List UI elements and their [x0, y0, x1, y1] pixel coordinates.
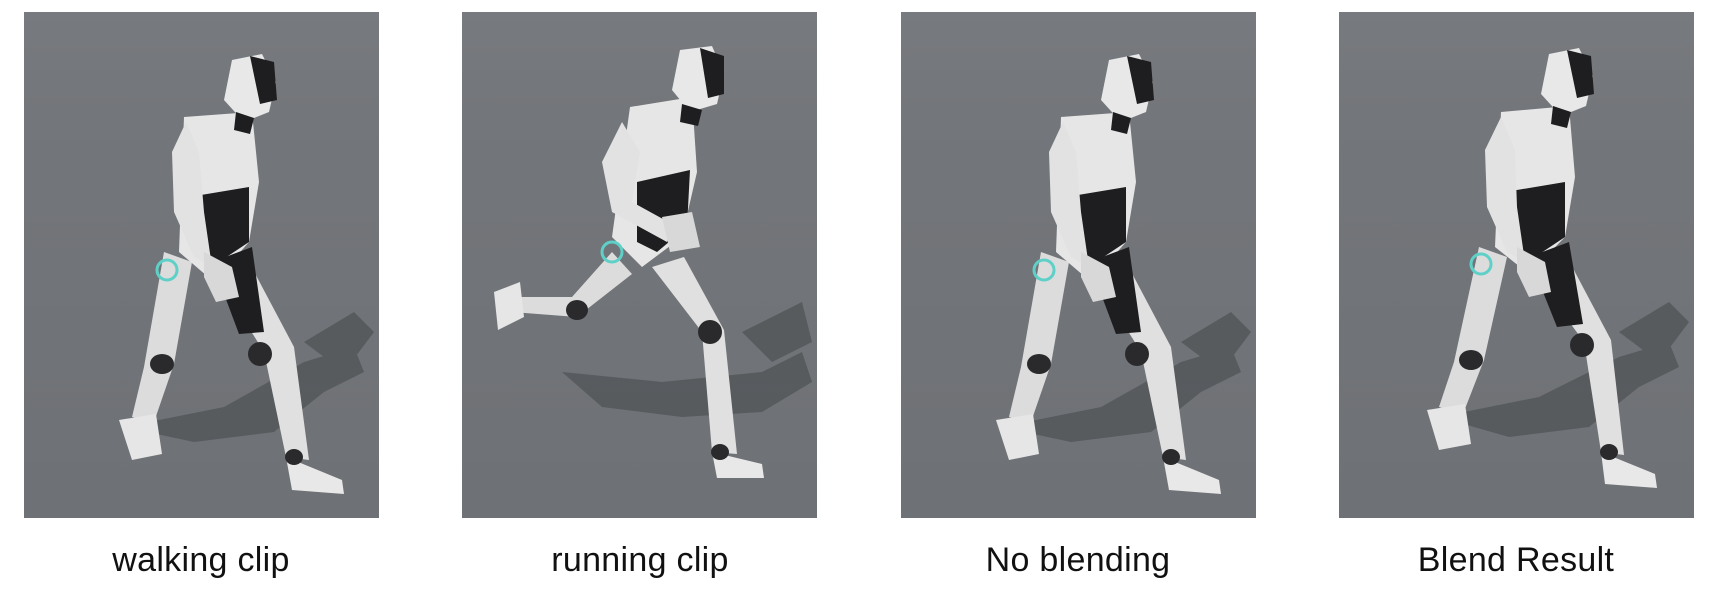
robot-figure-no-blending	[996, 54, 1251, 494]
caption-walking-clip: walking clip	[112, 541, 290, 579]
robot-figure-running	[494, 46, 812, 478]
panel-running-clip	[462, 12, 817, 518]
caption-blend-result: Blend Result	[1417, 541, 1615, 579]
caption-no-blending: No blending	[985, 541, 1171, 579]
caption-running-clip: running clip	[551, 541, 729, 579]
panel-blend-result	[1339, 12, 1694, 518]
panel-walking-clip	[24, 12, 379, 518]
panel-no-blending	[901, 12, 1256, 518]
robot-figure-blend-result	[1427, 48, 1689, 488]
robot-figure-walking	[119, 54, 374, 494]
